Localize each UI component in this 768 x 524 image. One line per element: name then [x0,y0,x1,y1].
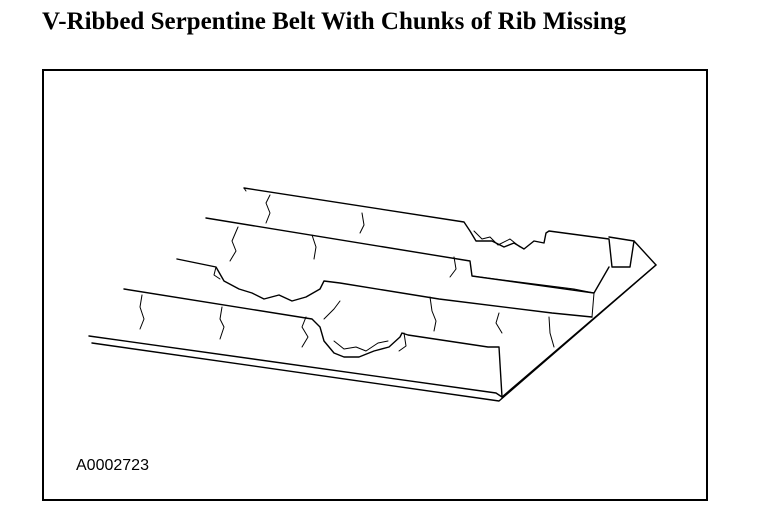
belt-base-top [88,335,503,398]
page-title: V-Ribbed Serpentine Belt With Chunks of … [42,8,627,35]
belt-base-bottom [91,264,657,402]
crack-6 [139,294,145,330]
rib-1 [243,187,635,268]
rib-4 [123,288,503,398]
crack-9 [429,296,437,332]
belt-back-edge [501,240,657,398]
rib-3-chunk [213,266,221,280]
crack-8 [301,316,309,348]
rib-4-chunk-edge [398,332,407,352]
chunk-detail-1 [473,230,521,248]
chunk-detail-2 [333,340,389,352]
rib-1-side [243,187,247,192]
rib-3 [176,258,593,318]
crack-4 [311,234,317,260]
crack-11 [548,316,555,348]
rib-2-lower [471,275,595,318]
crack-7 [219,306,225,340]
crack-10 [495,312,503,334]
rib-4-top [323,300,341,320]
crack-1 [265,194,271,224]
rib-2 [205,217,610,294]
belt-illustration [88,187,657,402]
figure-id: A0002723 [76,457,149,474]
illustration-frame: A0002723 [42,69,708,501]
crack-3 [229,226,239,262]
crack-5 [449,256,457,278]
crack-2 [359,212,365,234]
